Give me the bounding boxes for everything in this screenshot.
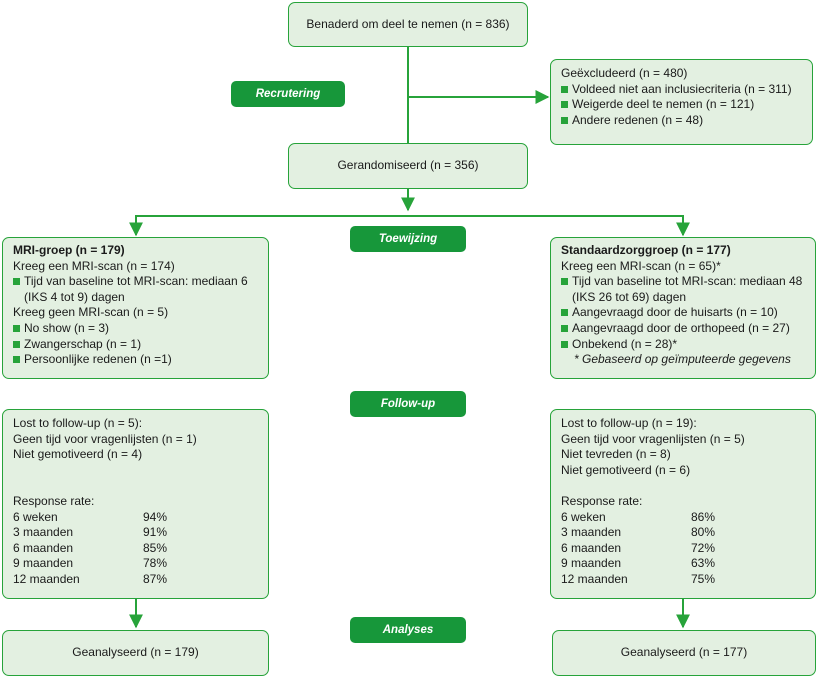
randomized-text: Gerandomiseerd (n = 356) [337,158,479,173]
bullet-icon [561,85,568,93]
bullet-icon [13,324,20,332]
standard-group-title: Standaardzorggroep (n = 177) [561,243,731,257]
standard-reason-item: Onbekend (n = 28)* [561,337,805,353]
mri-analysed-text: Geanalyseerd (n = 179) [72,645,199,660]
phase-recruitment-label: Recrutering [231,81,345,107]
standard-time-continuation: (IKS 26 tot 69) dagen [572,289,687,304]
bullet-icon [561,116,568,124]
mri-followup-line: Geen tijd voor vragenlijsten (n = 1) [13,431,197,446]
standard-group-box: Standaardzorggroep (n = 177) Kreeg een M… [550,237,816,379]
phase-follow-up-label: Follow-up [350,391,466,417]
phase-analyses-label: Analyses [350,617,466,643]
mri-group-title: MRI-groep (n = 179) [13,243,125,257]
standard-reason-item: Aangevraagd door de orthopeed (n = 27) [561,321,805,337]
bullet-icon [561,278,568,286]
standard-response-title: Response rate: [561,493,643,508]
standard-footnote: * Gebaseerd op geïmputeerde gegevens [574,352,791,367]
excluded-item: Weigerde deel te nemen (n = 121) [561,97,802,113]
mri-followup-line: Niet gemotiveerd (n = 4) [13,447,143,462]
standard-got-scan: Kreeg een MRI-scan (n = 65)* [561,258,721,273]
mri-reason-item: No show (n = 3) [13,321,258,337]
standard-followup-line: Lost to follow-up (n = 19): [561,416,697,430]
standard-followup-line: Niet gemotiveerd (n = 6) [561,462,691,477]
approached-text: Benaderd om deel te nemen (n = 836) [306,16,510,31]
bullet-icon [13,356,20,364]
bullet-icon [561,340,568,348]
mri-time-item: Tijd van baseline tot MRI-scan: mediaan … [13,274,258,290]
mri-response-title: Response rate: [13,493,95,508]
standard-time-item: Tijd van baseline tot MRI-scan: mediaan … [561,274,805,290]
standard-followup-line: Geen tijd voor vragenlijsten (n = 5) [561,431,745,446]
standard-followup-box: Lost to follow-up (n = 19): Geen tijd vo… [550,409,816,599]
mri-no-scan: Kreeg geen MRI-scan (n = 5) [13,305,169,320]
standard-reason-item: Aangevraagd door de huisarts (n = 10) [561,305,805,321]
mri-analysed-box: Geanalyseerd (n = 179) [2,630,269,676]
mri-time-continuation: (IKS 4 tot 9) dagen [24,289,125,304]
mri-group-box: MRI-groep (n = 179) Kreeg een MRI-scan (… [2,237,269,379]
mri-followup-box: Lost to follow-up (n = 5): Geen tijd voo… [2,409,269,599]
approached-box: Benaderd om deel te nemen (n = 836) [288,2,528,47]
standard-analysed-text: Geanalyseerd (n = 177) [620,645,748,660]
bullet-icon [561,324,568,332]
mri-reason-item: Persoonlijke redenen (n =1) [13,352,258,368]
randomized-box: Gerandomiseerd (n = 356) [288,143,528,189]
bullet-icon [13,340,20,348]
bullet-icon [561,309,568,317]
mri-reason-item: Zwangerschap (n = 1) [13,337,258,353]
mri-got-scan: Kreeg een MRI-scan (n = 174) [13,258,175,273]
excluded-box: Geëxcludeerd (n = 480) Voldeed niet aan … [550,59,813,145]
mri-followup-line: Lost to follow-up (n = 5): [13,416,143,430]
bullet-icon [561,101,568,109]
standard-analysed-box: Geanalyseerd (n = 177) [552,630,816,676]
phase-allocation-label: Toewijzing [350,226,466,252]
standard-followup-line: Niet tevreden (n = 8) [561,447,671,462]
excluded-item: Voldeed niet aan inclusiecriteria (n = 3… [561,82,802,98]
excluded-item: Andere redenen (n = 48) [561,113,802,129]
bullet-icon [13,278,20,286]
excluded-title: Geëxcludeerd (n = 480) [561,66,688,80]
